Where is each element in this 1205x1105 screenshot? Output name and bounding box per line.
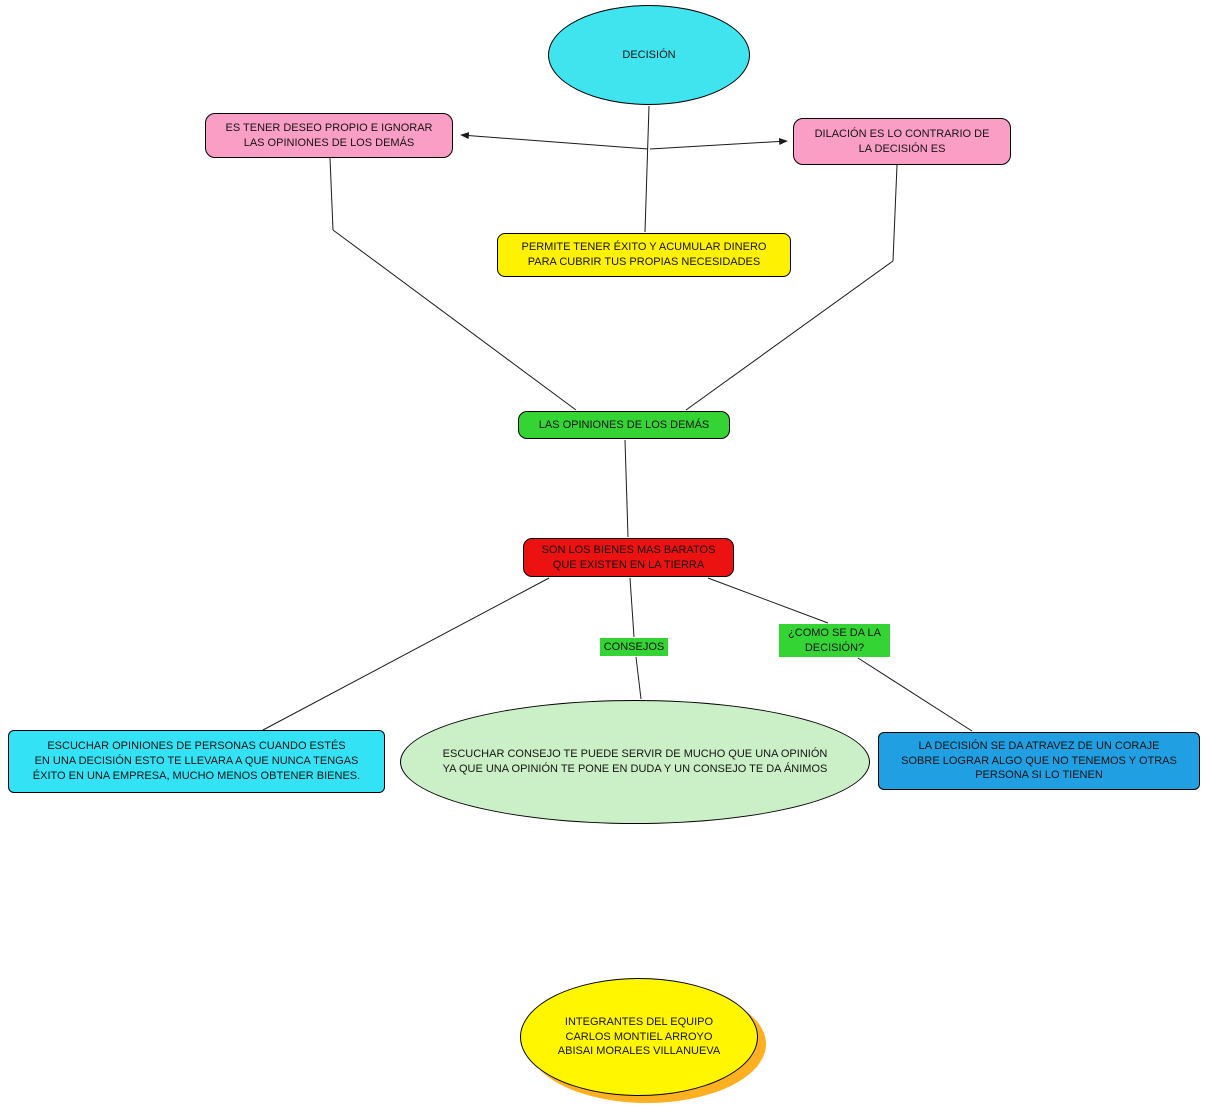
edge-bienes-como bbox=[707, 577, 829, 624]
node-permite-exito: PERMITE TENER ÉXITO Y ACUMULAR DINERO PA… bbox=[497, 233, 791, 277]
node-opiniones-demas: LAS OPINIONES DE LOS DEMÁS bbox=[518, 411, 730, 439]
edge-decision-exito bbox=[644, 105, 650, 233]
node-la-decision-coraje: LA DECISIÓN SE DA ATRAVEZ DE UN CORAJE S… bbox=[878, 732, 1200, 790]
edge-dilacion-opiniones bbox=[685, 260, 894, 411]
edge-dilacion-stub bbox=[892, 164, 898, 262]
edge-decision-deseo bbox=[460, 132, 649, 150]
edge-decision-dilacion bbox=[649, 137, 788, 150]
node-deseo-propio: ES TENER DESEO PROPIO E IGNORAR LAS OPIN… bbox=[205, 113, 453, 158]
node-como-se-da-label: ¿COMO SE DA LA DECISIÓN? bbox=[779, 624, 890, 657]
edge-consejos-escuchar-consejo bbox=[635, 656, 642, 700]
edge-como-la-decision bbox=[857, 657, 973, 732]
node-escuchar-opiniones: ESCUCHAR OPINIONES DE PERSONAS CUANDO ES… bbox=[8, 730, 385, 793]
node-dilacion: DILACIÓN ES LO CONTRARIO DE LA DECISIÓN … bbox=[793, 118, 1011, 165]
node-decision: DECISIÓN bbox=[548, 5, 750, 105]
node-escuchar-consejo: ESCUCHAR CONSEJO TE PUEDE SERVIR DE MUCH… bbox=[400, 700, 870, 824]
edge-bienes-consejos bbox=[629, 577, 635, 638]
edge-bienes-escuchar-opiniones bbox=[262, 577, 550, 731]
node-bienes-baratos: SON LOS BIENES MAS BARATOS QUE EXISTEN E… bbox=[523, 538, 734, 577]
node-consejos-label: CONSEJOS bbox=[600, 638, 668, 656]
edge-opiniones-bienes bbox=[624, 439, 629, 538]
node-integrantes-equipo: INTEGRANTES DEL EQUIPO CARLOS MONTIEL AR… bbox=[520, 978, 758, 1096]
edge-deseo-stub bbox=[329, 157, 334, 231]
